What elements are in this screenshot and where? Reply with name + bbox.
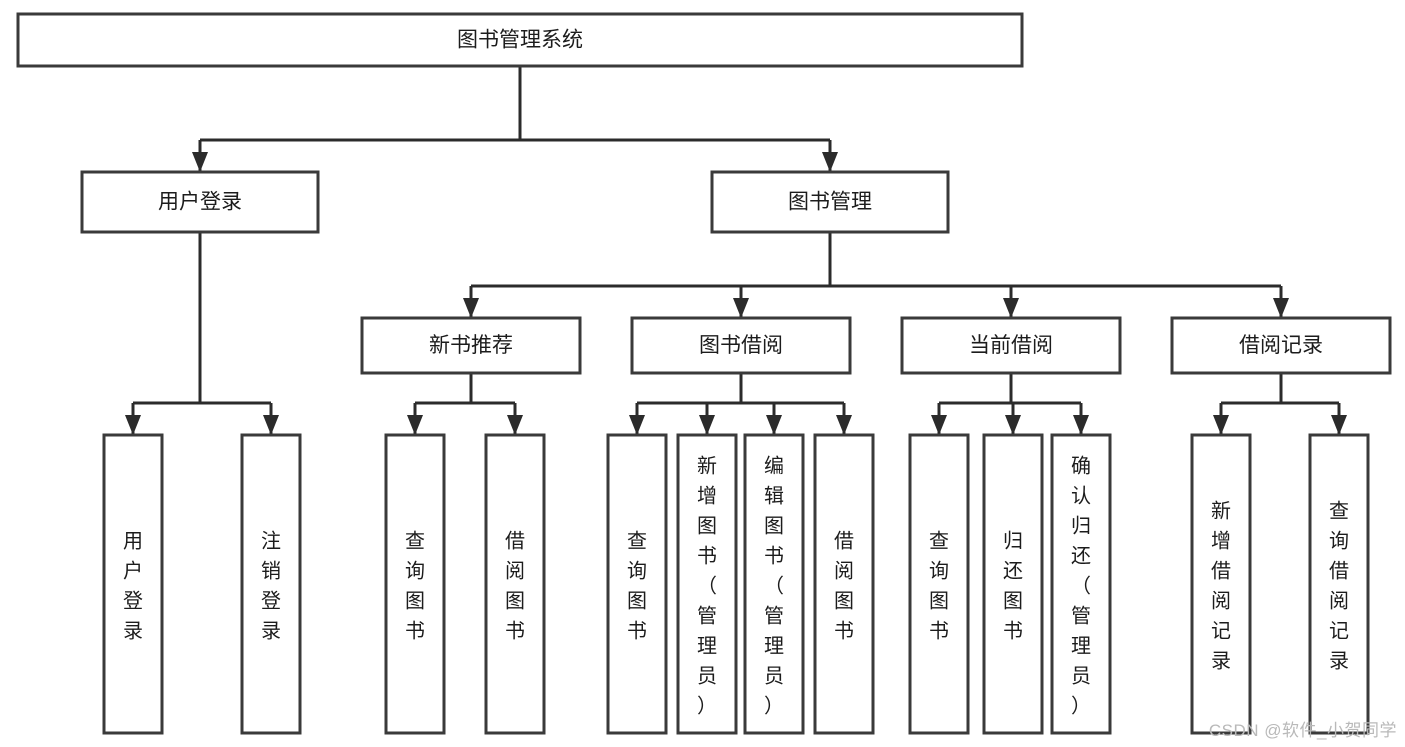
node-current-borrow-label: 当前借阅 xyxy=(969,334,1053,357)
node-leaf-query-book-3-label: 查询图书 xyxy=(929,529,949,642)
node-borrow-record[interactable]: 借阅记录 xyxy=(1170,316,1392,375)
node-current-borrow-box xyxy=(900,316,1122,375)
node-root-label: 图书管理系统 xyxy=(457,29,583,52)
node-leaf-edit-book-box xyxy=(743,433,805,735)
node-leaf-confirm-return-box xyxy=(1050,433,1112,735)
node-new-book-recommend[interactable]: 新书推荐 xyxy=(360,316,582,375)
node-leaf-return-book-box xyxy=(982,433,1044,735)
node-leaf-edit-book[interactable]: 编辑图书（管理员） xyxy=(743,433,805,735)
node-layer: 图书管理系统用户登录图书管理新书推荐图书借阅当前借阅借阅记录用户登录注销登录查询… xyxy=(16,12,1392,735)
node-leaf-query-record-label: 查询借阅记录 xyxy=(1329,499,1349,672)
node-leaf-user-login-label: 用户登录 xyxy=(123,530,143,642)
node-root-box xyxy=(16,12,1024,68)
node-leaf-logout[interactable]: 注销登录 xyxy=(240,433,302,735)
node-leaf-edit-book-label: 编辑图书（管理员） xyxy=(764,454,784,717)
node-leaf-borrow-book-2-box xyxy=(813,433,875,735)
node-new-book-recommend-label: 新书推荐 xyxy=(429,334,513,357)
node-leaf-query-record[interactable]: 查询借阅记录 xyxy=(1308,433,1370,735)
node-new-book-recommend-box xyxy=(360,316,582,375)
arrow-head-icon xyxy=(1073,415,1089,435)
node-leaf-add-book-label: 新增图书（管理员） xyxy=(697,454,717,717)
arrow-head-icon xyxy=(463,298,479,318)
node-leaf-query-book-3[interactable]: 查询图书 xyxy=(908,433,970,735)
arrow-head-icon xyxy=(1003,298,1019,318)
node-leaf-user-login-box xyxy=(102,433,164,735)
node-leaf-borrow-book-1-label: 借阅图书 xyxy=(505,529,525,642)
node-book-borrow-label: 图书借阅 xyxy=(699,334,783,357)
node-current-borrow[interactable]: 当前借阅 xyxy=(900,316,1122,375)
node-leaf-query-book-2-box xyxy=(606,433,668,735)
node-borrow-record-box xyxy=(1170,316,1392,375)
node-leaf-logout-label: 注销登录 xyxy=(261,529,281,642)
arrow-head-icon xyxy=(836,415,852,435)
arrow-head-icon xyxy=(1005,415,1021,435)
arrow-head-icon xyxy=(629,415,645,435)
node-book-manage-label: 图书管理 xyxy=(788,191,872,214)
node-book-borrow-box xyxy=(630,316,852,375)
arrow-head-icon xyxy=(192,152,208,172)
connector-layer xyxy=(125,66,1347,435)
arrow-head-icon xyxy=(407,415,423,435)
arrow-head-icon xyxy=(1213,415,1229,435)
node-leaf-query-book-1[interactable]: 查询图书 xyxy=(384,433,446,735)
node-leaf-query-book-2-label: 查询图书 xyxy=(627,529,647,642)
node-leaf-confirm-return[interactable]: 确认归还（管理员） xyxy=(1050,433,1112,735)
arrow-head-icon xyxy=(263,415,279,435)
node-leaf-query-book-3-box xyxy=(908,433,970,735)
node-leaf-return-book-label: 归还图书 xyxy=(1003,529,1023,642)
node-user-login[interactable]: 用户登录 xyxy=(80,170,320,234)
node-leaf-add-record-label: 新增借阅记录 xyxy=(1211,499,1231,672)
node-leaf-borrow-book-1-box xyxy=(484,433,546,735)
node-book-manage[interactable]: 图书管理 xyxy=(710,170,950,234)
node-leaf-borrow-book-1[interactable]: 借阅图书 xyxy=(484,433,546,735)
arrow-head-icon xyxy=(766,415,782,435)
node-leaf-add-book-box xyxy=(676,433,738,735)
arrow-head-icon xyxy=(1331,415,1347,435)
arrow-head-icon xyxy=(822,152,838,172)
node-leaf-borrow-book-2[interactable]: 借阅图书 xyxy=(813,433,875,735)
node-leaf-add-record[interactable]: 新增借阅记录 xyxy=(1190,433,1252,735)
node-user-login-box xyxy=(80,170,320,234)
node-user-login-label: 用户登录 xyxy=(158,191,242,214)
node-book-borrow[interactable]: 图书借阅 xyxy=(630,316,852,375)
node-leaf-borrow-book-2-label: 借阅图书 xyxy=(834,529,854,642)
node-leaf-query-book-1-label: 查询图书 xyxy=(405,529,425,642)
node-root[interactable]: 图书管理系统 xyxy=(16,12,1024,68)
node-leaf-add-book[interactable]: 新增图书（管理员） xyxy=(676,433,738,735)
arrow-head-icon xyxy=(699,415,715,435)
node-leaf-confirm-return-label: 确认归还（管理员） xyxy=(1071,454,1091,717)
node-leaf-add-record-box xyxy=(1190,433,1252,735)
node-leaf-query-record-box xyxy=(1308,433,1370,735)
arrow-head-icon xyxy=(733,298,749,318)
node-leaf-query-book-1-box xyxy=(384,433,446,735)
arrow-head-icon xyxy=(931,415,947,435)
arrow-head-icon xyxy=(507,415,523,435)
arrow-head-icon xyxy=(125,415,141,435)
node-leaf-return-book[interactable]: 归还图书 xyxy=(982,433,1044,735)
node-book-manage-box xyxy=(710,170,950,234)
node-leaf-logout-box xyxy=(240,433,302,735)
node-leaf-query-book-2[interactable]: 查询图书 xyxy=(606,433,668,735)
node-leaf-user-login[interactable]: 用户登录 xyxy=(102,433,164,735)
arrow-head-icon xyxy=(1273,298,1289,318)
node-borrow-record-label: 借阅记录 xyxy=(1239,334,1323,357)
